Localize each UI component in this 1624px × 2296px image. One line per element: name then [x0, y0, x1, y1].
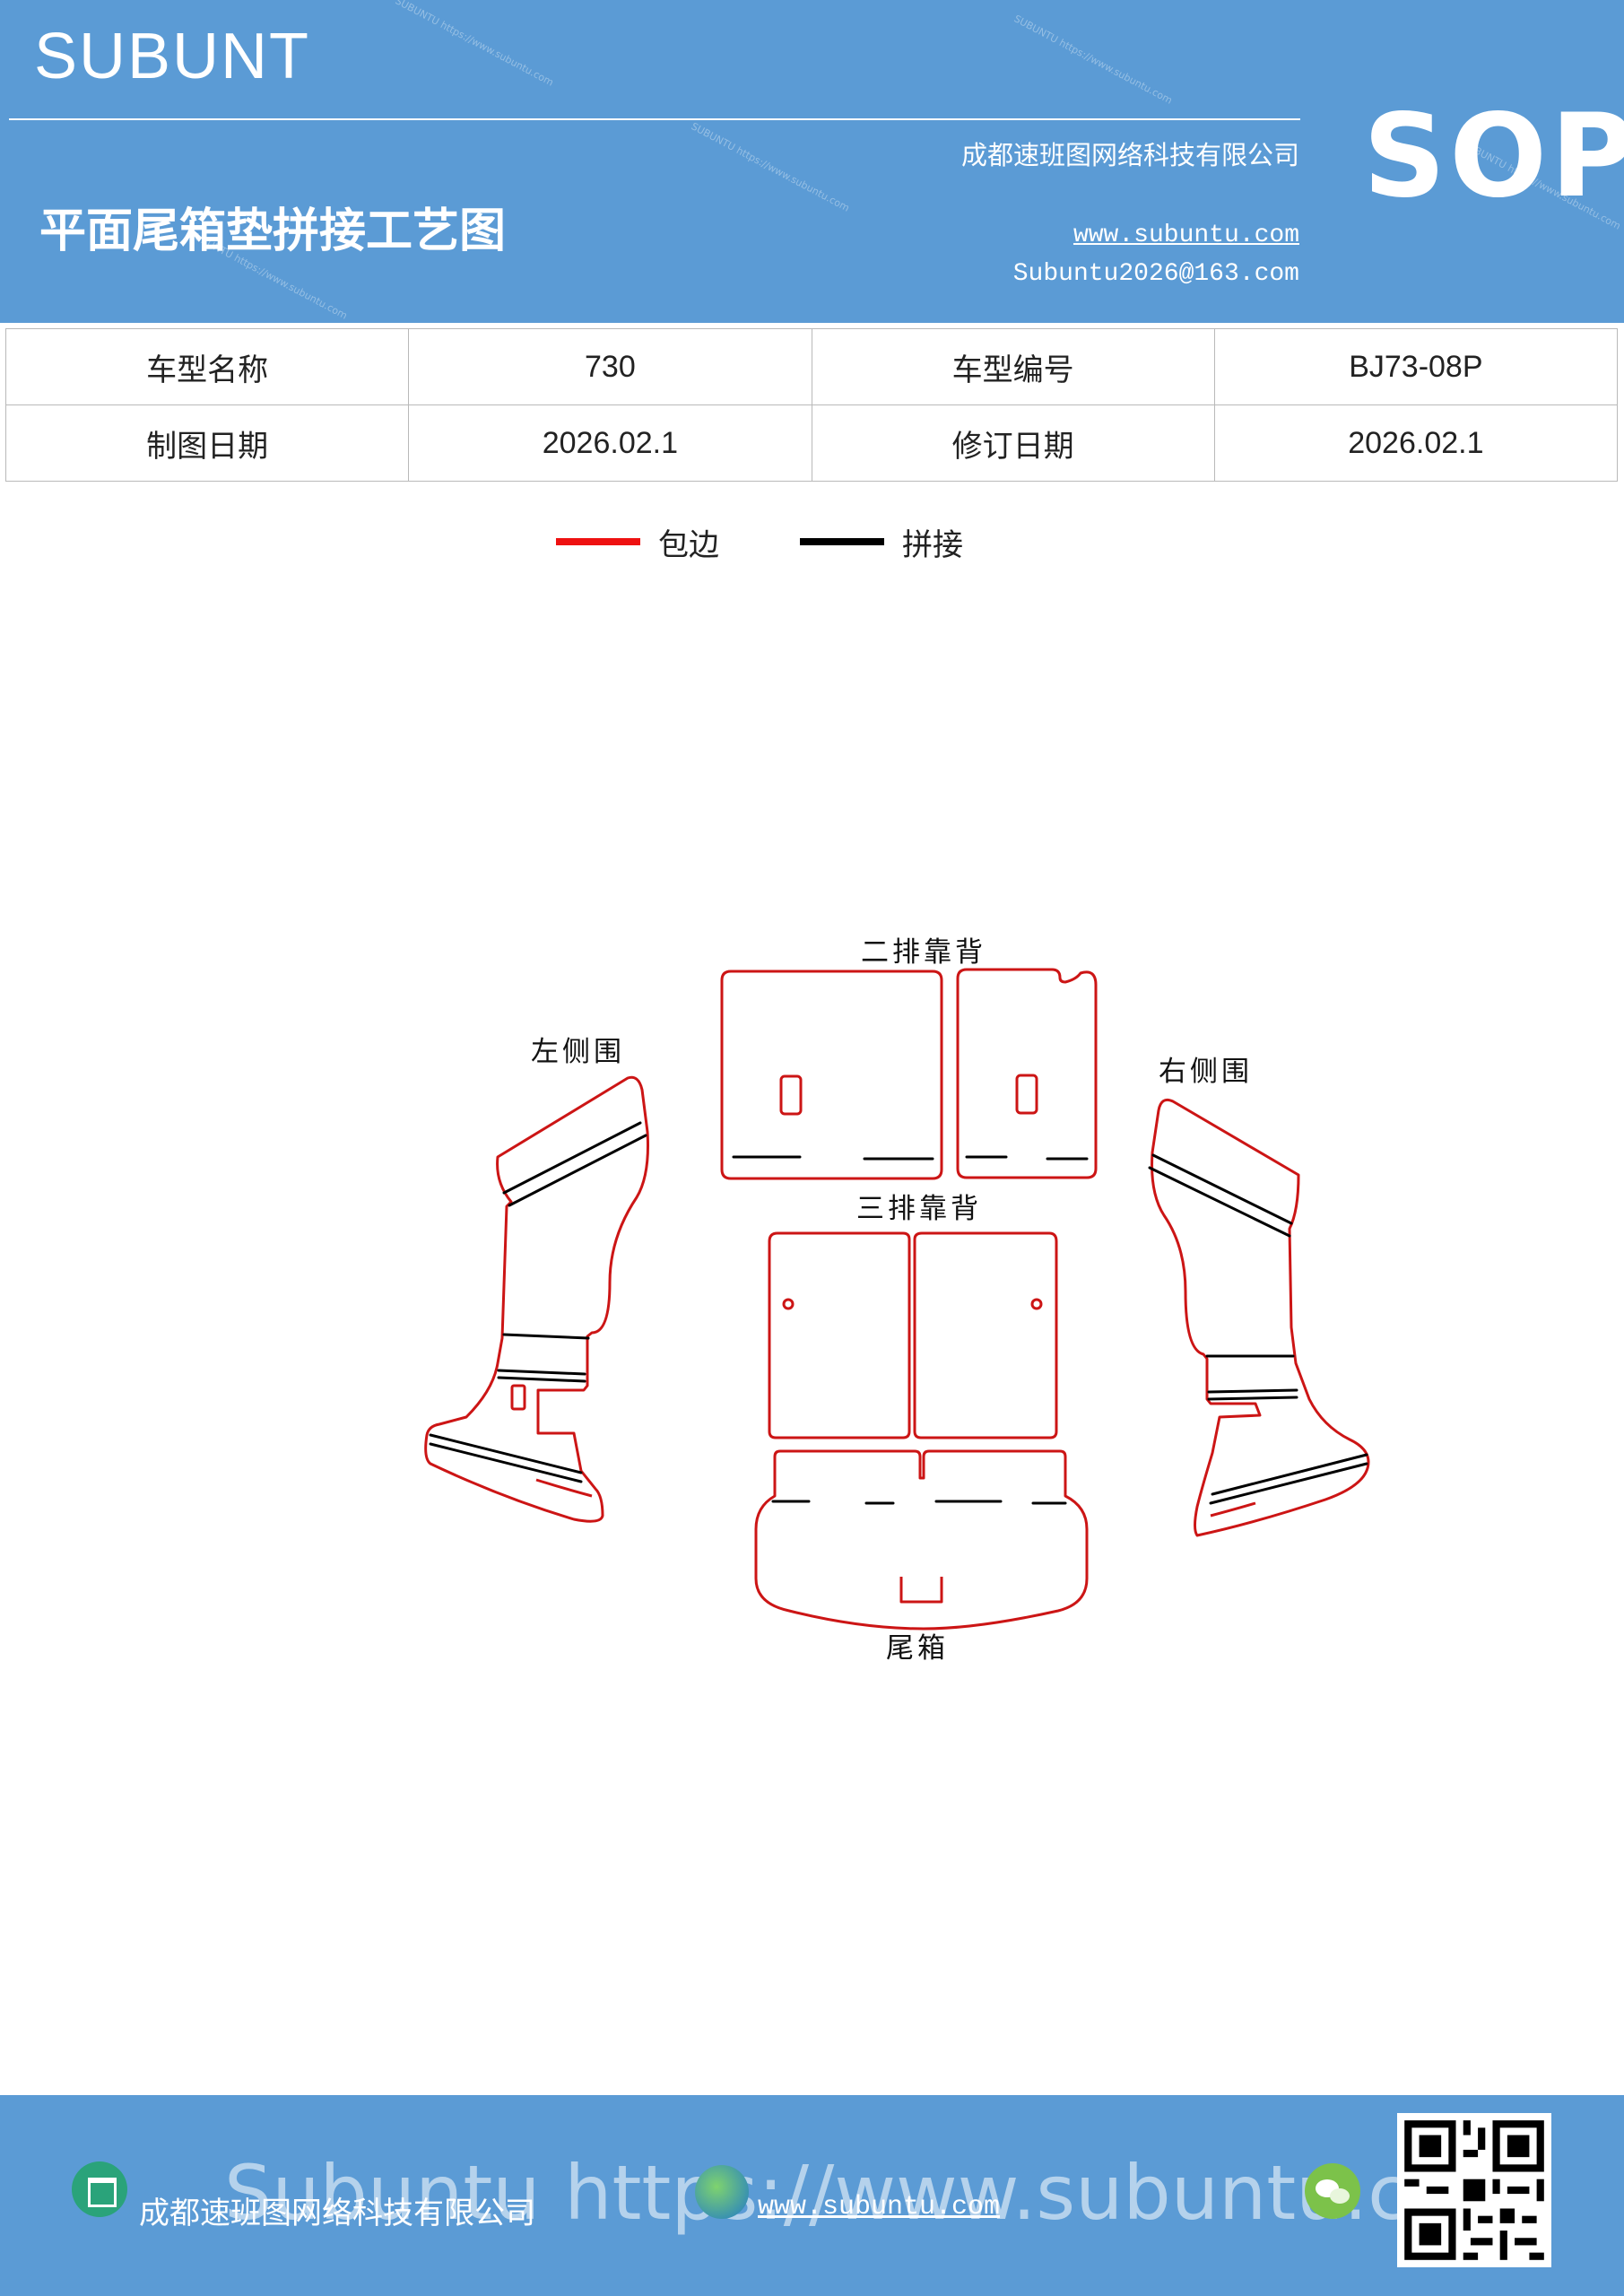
table-cell-value: 730	[408, 328, 812, 405]
building-icon-glyph	[88, 2178, 117, 2207]
building-icon	[72, 2161, 127, 2217]
header-banner: SUBUNTU https://www.subuntu.com SUBUNTU …	[0, 0, 1624, 323]
globe-icon	[695, 2165, 749, 2219]
trunk-panel	[754, 1449, 1089, 1631]
qr-code-icon	[1397, 2113, 1551, 2267]
table-row: 车型名称 730 车型编号 BJ73-08P	[4, 328, 1619, 405]
brand-name: SUBUNT	[34, 21, 311, 92]
right-side-panel	[1151, 1098, 1370, 1537]
table-cell-value: 2026.02.1	[1213, 404, 1619, 482]
email-address[interactable]: Subuntu2026@163.com	[1012, 260, 1299, 288]
legend-seam-label: 拼接	[902, 527, 963, 563]
left-side-panel	[424, 1075, 649, 1523]
label-second-row-back: 二排靠背	[861, 936, 986, 969]
company-name: 成都速班图网络科技有限公司	[960, 140, 1299, 170]
website-link[interactable]: www.subuntu.com	[1073, 222, 1299, 249]
table-cell-value: BJ73-08P	[1213, 328, 1619, 405]
table-cell-label: 车型名称	[4, 328, 410, 405]
footer-banner: Subuntu https://www.subuntu.com 成都速班图网络科…	[0, 2095, 1624, 2296]
legend-edge-swatch	[556, 538, 640, 545]
legend-seam-swatch	[800, 538, 884, 545]
label-left-side: 左侧围	[531, 1036, 625, 1068]
second-row-back-left-panel	[720, 970, 943, 1180]
label-trunk: 尾箱	[886, 1632, 949, 1665]
vehicle-info-table: 车型名称 730 车型编号 BJ73-08P 制图日期 2026.02.1 修订…	[4, 328, 1619, 482]
legend-edge-label: 包边	[658, 527, 719, 563]
seam-lines	[429, 1121, 1368, 1505]
table-cell-value: 2026.02.1	[408, 404, 812, 482]
table-row: 制图日期 2026.02.1 修订日期 2026.02.1	[4, 404, 1619, 482]
third-row-back-right-panel	[913, 1231, 1058, 1439]
table-cell-label: 车型编号	[811, 328, 1215, 405]
table-cell-label: 修订日期	[811, 404, 1215, 482]
label-third-row-back: 三排靠背	[856, 1193, 982, 1225]
document-title: 平面尾箱垫拼接工艺图	[39, 204, 507, 258]
legend: 包边 拼接	[0, 520, 1624, 574]
table-cell-label: 制图日期	[4, 404, 410, 482]
sop-badge: SOP	[1363, 90, 1624, 223]
wechat-icon[interactable]	[1305, 2163, 1360, 2219]
third-row-back-left-panel	[768, 1231, 911, 1439]
header-divider	[9, 118, 1300, 120]
footer-website-link[interactable]: www.subuntu.com	[758, 2192, 1001, 2222]
label-right-side: 右侧围	[1159, 1056, 1253, 1088]
second-row-back-right-panel	[956, 968, 1098, 1179]
footer-company-name: 成都速班图网络科技有限公司	[139, 2196, 535, 2231]
wechat-icon-bubble	[1330, 2188, 1350, 2204]
